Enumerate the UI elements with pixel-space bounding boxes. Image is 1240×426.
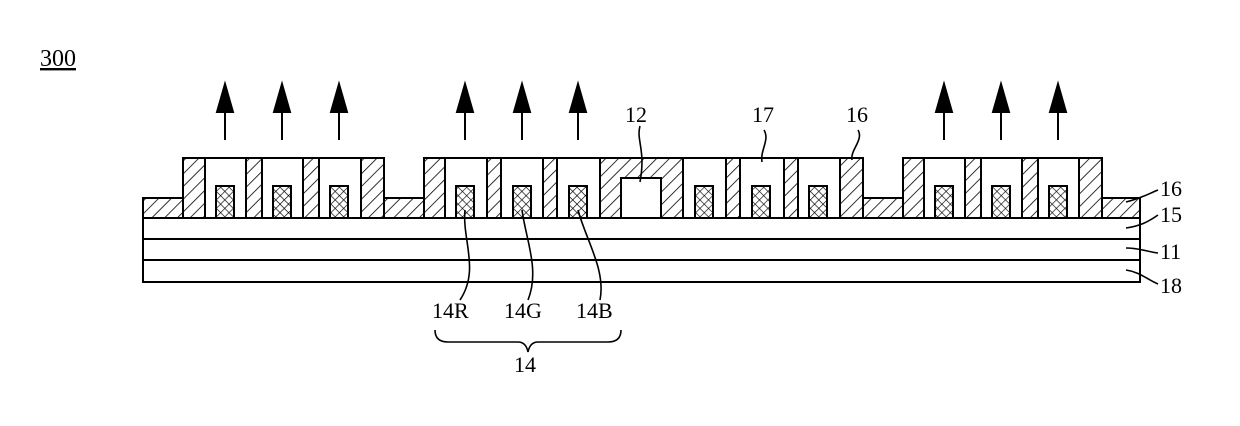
- layer-18: [143, 260, 1140, 282]
- label-16-right: 16: [1160, 176, 1182, 201]
- emitter: [752, 186, 770, 218]
- label-11: 11: [1160, 239, 1181, 264]
- label-17: 17: [752, 102, 774, 127]
- wall: [784, 158, 798, 218]
- group-brace: [435, 330, 621, 352]
- label-16-top: 16: [846, 102, 868, 127]
- up-arrow-icon: [331, 84, 347, 140]
- label-18: 18: [1160, 273, 1182, 298]
- label-14b: 14B: [576, 298, 613, 323]
- figure-number: 300: [40, 46, 76, 72]
- wall: [303, 158, 319, 218]
- label-15: 15: [1160, 202, 1182, 227]
- wall: [965, 158, 981, 218]
- up-arrow-icon: [457, 84, 473, 140]
- wall: [183, 158, 205, 218]
- emitter: [992, 186, 1010, 218]
- wall: [246, 158, 262, 218]
- component-12-box: [621, 178, 661, 218]
- emitter-14b: [569, 186, 587, 218]
- wall: [1079, 158, 1102, 218]
- emitter: [935, 186, 953, 218]
- emitter: [330, 186, 348, 218]
- wall: [424, 158, 445, 218]
- emitter: [809, 186, 827, 218]
- wall: [543, 158, 557, 218]
- up-arrow-icon: [514, 84, 530, 140]
- layer-11: [143, 239, 1140, 260]
- emitter: [273, 186, 291, 218]
- up-arrow-icon: [217, 84, 233, 140]
- label-14r: 14R: [432, 298, 469, 323]
- up-arrow-icon: [1050, 84, 1066, 140]
- label-12: 12: [625, 102, 647, 127]
- layer-15: [143, 218, 1140, 239]
- wall: [361, 158, 384, 218]
- wall: [487, 158, 501, 218]
- wall: [1022, 158, 1038, 218]
- wall: [840, 158, 863, 218]
- leader-16-top: [852, 130, 860, 160]
- wall: [726, 158, 740, 218]
- label-14: 14: [514, 352, 536, 377]
- emitter: [216, 186, 234, 218]
- emitter: [695, 186, 713, 218]
- label-14g: 14G: [504, 298, 542, 323]
- substrate-stack: [143, 218, 1140, 282]
- up-arrow-icon: [570, 84, 586, 140]
- up-arrow-icon: [274, 84, 290, 140]
- emitter: [1049, 186, 1067, 218]
- up-arrow-icon: [936, 84, 952, 140]
- up-arrow-icon: [993, 84, 1009, 140]
- wall: [903, 158, 924, 218]
- leader-16-right: [1126, 190, 1158, 202]
